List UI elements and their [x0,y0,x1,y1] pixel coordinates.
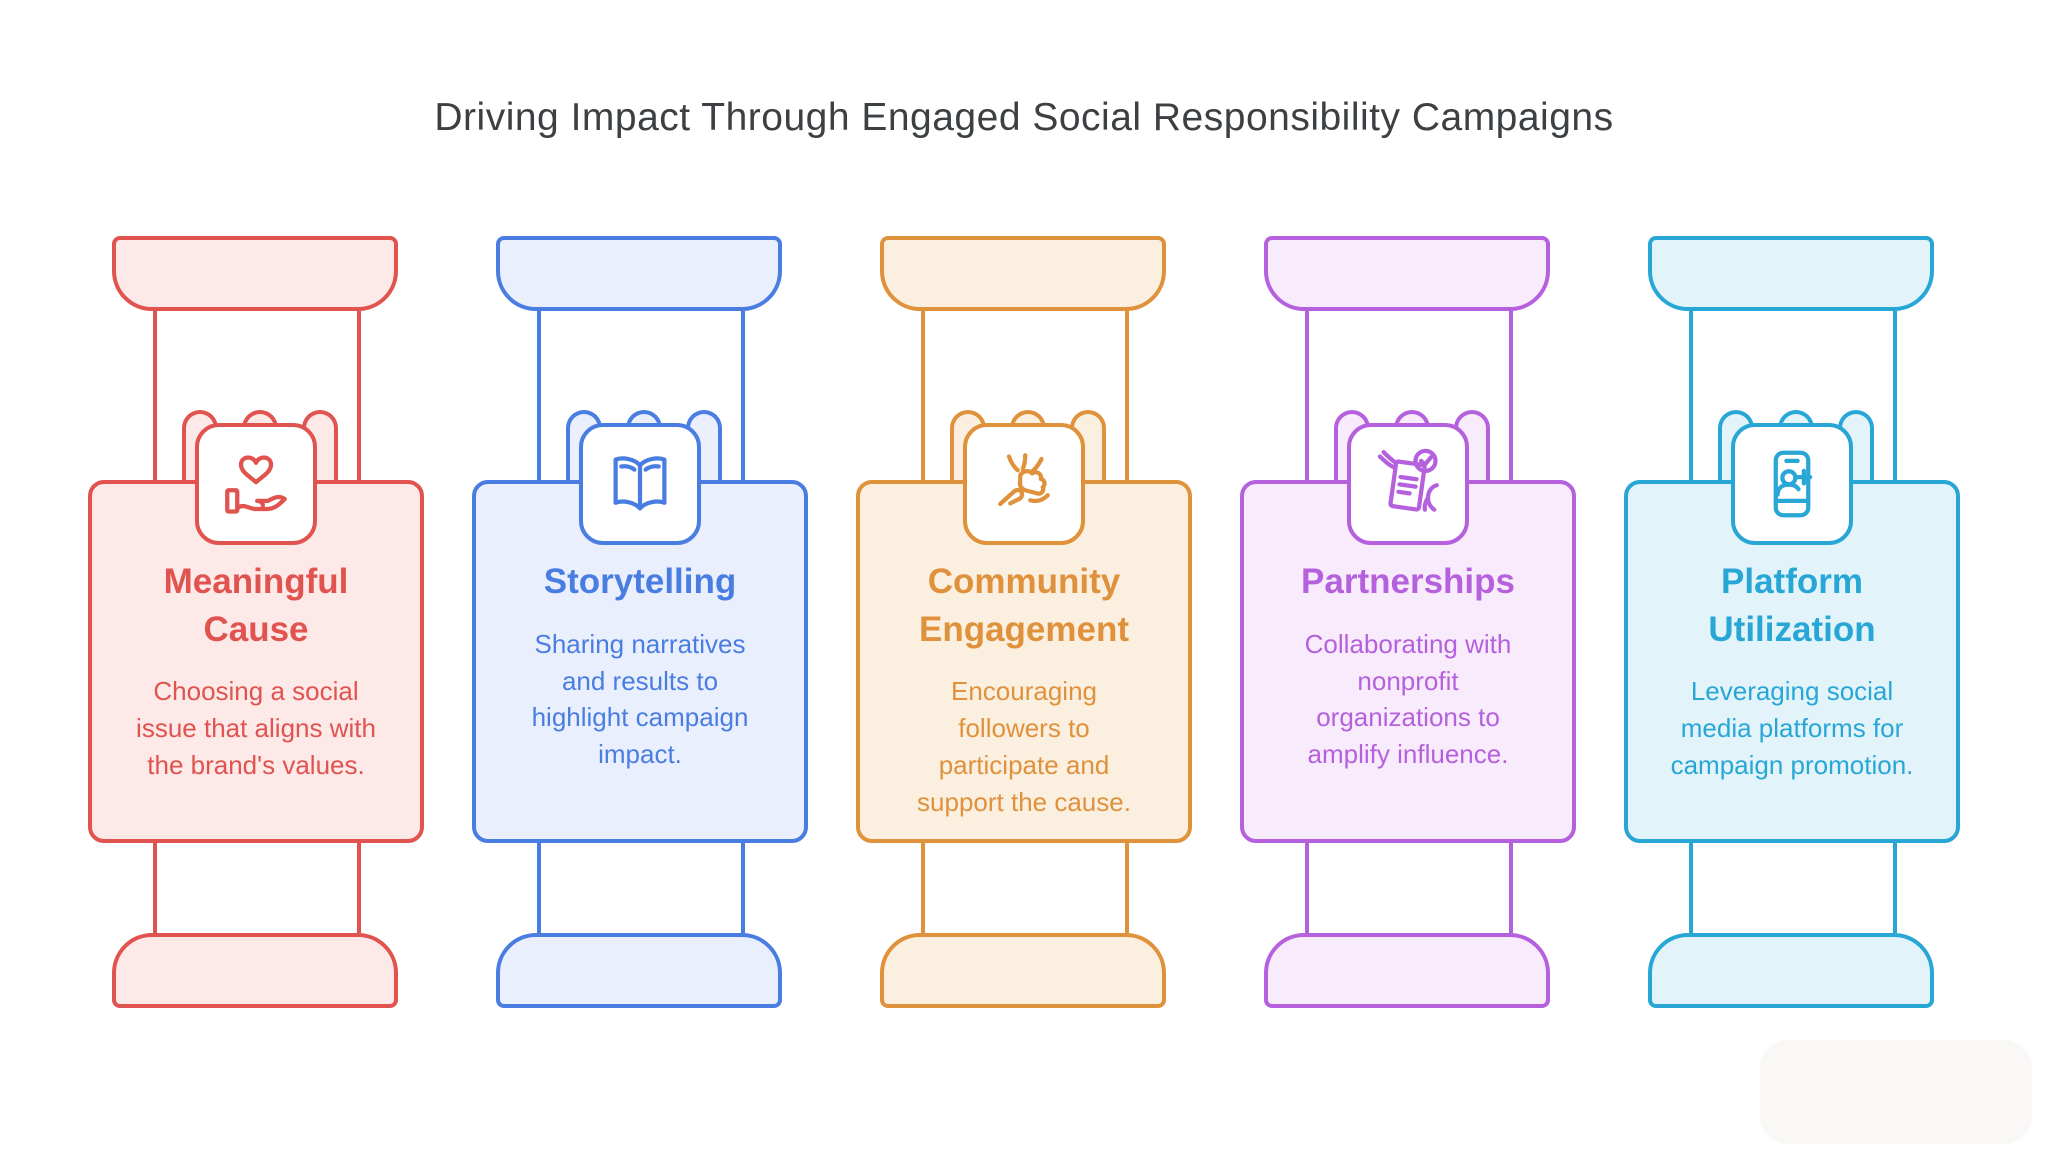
info-card: Platform Utilization Leveraging social m… [1624,423,1960,843]
icon-box [1347,423,1469,545]
pillar-base [496,933,782,1008]
pillar-capital [880,236,1166,311]
phone-add-user-icon [1773,450,1813,518]
hands-together-icon [998,453,1050,507]
pillar-shaft-bottom [537,839,745,933]
card-description: Encouraging followers to participate and… [917,676,1131,817]
card-description: Choosing a social issue that aligns with… [136,676,376,780]
watermark-area [1760,1040,2032,1144]
icon-box [579,423,701,545]
pillar-shaft-bottom [921,839,1129,933]
pillar-shaft-bottom [153,839,361,933]
pillar-base [1648,933,1934,1008]
pillar-storytelling: Storytelling Sharing narratives and resu… [472,236,808,1008]
card-title: Meaningful Cause [163,562,349,649]
card-description: Sharing narratives and results to highli… [531,628,749,770]
open-book-icon [613,456,667,511]
pillar-base [1264,933,1550,1008]
icon-box [1731,423,1853,545]
pillar-meaningful-cause: Meaningful Cause Choosing a social issue… [88,236,424,1008]
card-title: Storytelling [543,562,737,601]
pillar-capital [1264,236,1550,311]
icon-box [195,423,317,545]
pillar-shaft-bottom [1305,839,1513,933]
document-check-icon [1377,448,1439,512]
info-card: Partnerships Collaborating with nonprofi… [1240,423,1576,843]
pillar-platform-utilization: Platform Utilization Leveraging social m… [1624,236,1960,1008]
card-description: Collaborating with nonprofit organizatio… [1304,628,1512,770]
info-card: Storytelling Sharing narratives and resu… [472,423,808,843]
heart-in-hand-icon [225,455,287,514]
pillar-shaft-bottom [1689,839,1897,933]
pillar-partnerships: Partnerships Collaborating with nonprofi… [1240,236,1576,1008]
pillar-capital [496,236,782,311]
card-title: Partnerships [1301,562,1515,601]
pillar-capital [112,236,398,311]
card-description: Leveraging social media platforms for ca… [1670,676,1914,780]
pillar-base [112,933,398,1008]
pillar-base [880,933,1166,1008]
card-title: Community Engagement [918,562,1130,649]
card-title: Platform Utilization [1708,562,1876,649]
info-card: Meaningful Cause Choosing a social issue… [88,423,424,843]
page-title: Driving Impact Through Engaged Social Re… [434,96,1614,139]
pillar-community-engagement: Community Engagement Encouraging followe… [856,236,1192,1008]
icon-box [963,423,1085,545]
pillar-capital [1648,236,1934,311]
info-card: Community Engagement Encouraging followe… [856,423,1192,843]
